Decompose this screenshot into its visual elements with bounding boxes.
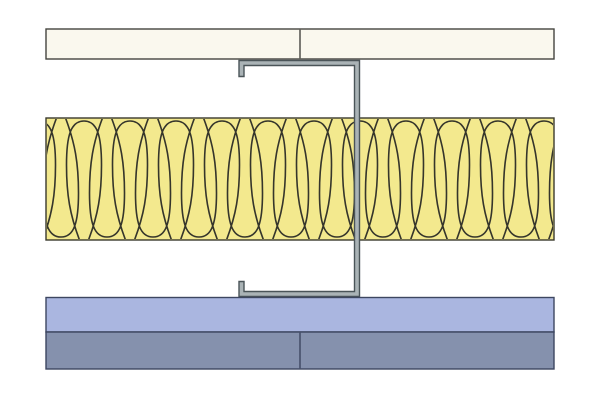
c-stud-profile [238,59,361,298]
bottom-inner-board-layer [45,296,555,333]
bottom-outer-board-layer [45,331,555,370]
insulation-loop-hatch [47,119,553,239]
plasterboard-panel [45,296,555,333]
insulation-batt-layer [45,117,555,241]
c-stud-layer [238,59,361,298]
top-plasterboard-layer [45,28,555,60]
